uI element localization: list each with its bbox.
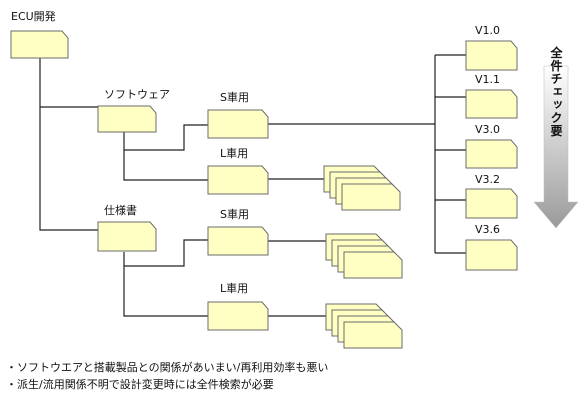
full-check-arrow: 全件チェック要 xyxy=(533,45,579,229)
folder-version-4[interactable]: V3.2 xyxy=(465,173,518,219)
file-stack-software-l[interactable] xyxy=(323,165,401,211)
file-stack-spec-l[interactable] xyxy=(325,303,403,349)
note-2: ・派生/流用関係不明で設計変更時には全件検索が必要 xyxy=(6,378,274,391)
folder-version-2[interactable]: V1.1 xyxy=(465,73,518,119)
spec-l-label: L車用 xyxy=(220,281,248,295)
connector-lines xyxy=(39,54,466,317)
note-1: ・ソフトウエアと搭載製品との関係があいまい/再利用効率も悪い xyxy=(6,361,329,374)
folder-version-5[interactable]: V3.6 xyxy=(465,223,518,271)
version-label: V1.0 xyxy=(475,24,500,37)
version-label: V3.6 xyxy=(475,223,500,236)
full-check-label: 全件チェック要 xyxy=(549,45,563,137)
folder-spec-s[interactable]: S車用 xyxy=(207,207,269,256)
version-label: V3.0 xyxy=(475,123,500,136)
version-label: V3.2 xyxy=(475,173,500,186)
spec-label: 仕様書 xyxy=(104,203,137,217)
version-label: V1.1 xyxy=(475,73,500,86)
file-stack-spec-s[interactable] xyxy=(325,233,403,279)
folder-root[interactable]: ECU開発 xyxy=(10,9,69,59)
folder-spec-l[interactable]: L車用 xyxy=(207,281,269,331)
spec-s-label: S車用 xyxy=(220,207,249,221)
software-l-label: L車用 xyxy=(220,146,248,160)
folder-software-s[interactable]: S車用 xyxy=(207,90,269,139)
software-s-label: S車用 xyxy=(220,90,249,104)
root-label: ECU開発 xyxy=(11,9,56,23)
folder-version-1[interactable]: V1.0 xyxy=(465,24,518,71)
software-label: ソフトウェア xyxy=(104,88,170,101)
folder-spec[interactable]: 仕様書 xyxy=(97,203,157,252)
folder-software[interactable]: ソフトウェア xyxy=(97,88,170,133)
folder-version-3[interactable]: V3.0 xyxy=(465,123,518,169)
folder-software-l[interactable]: L車用 xyxy=(207,146,269,195)
